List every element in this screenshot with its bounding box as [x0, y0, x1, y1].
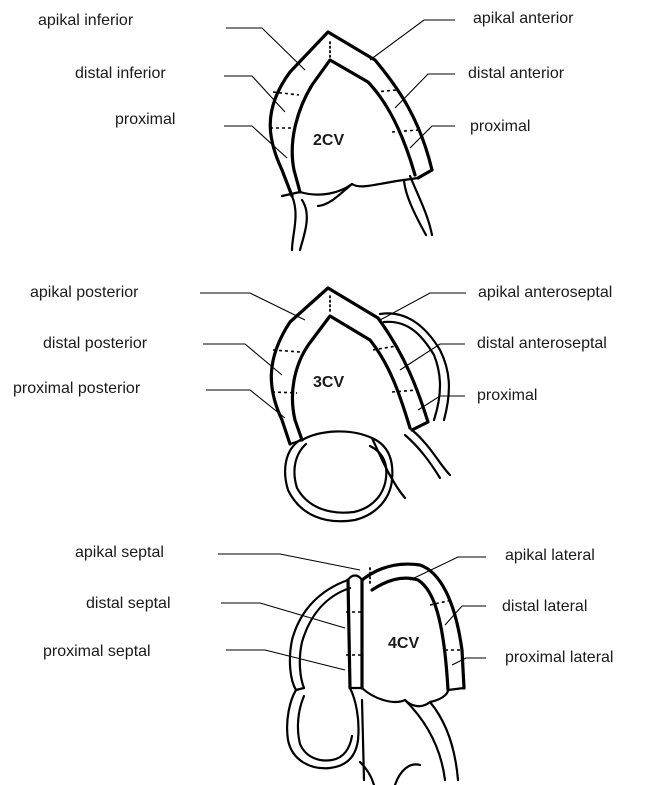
view-label-2cv: 2CV — [313, 132, 344, 149]
label-distal-septal: distal septal — [86, 595, 171, 612]
label-proximal-2cv-right: proximal — [470, 118, 530, 135]
label-distal-inferior: distal inferior — [75, 65, 166, 82]
view-label-4cv: 4CV — [388, 635, 419, 652]
label-apikal-anterior: apikal anterior — [473, 10, 574, 27]
label-proximal-2cv-left: proximal — [115, 111, 175, 128]
label-distal-posterior: distal posterior — [43, 335, 148, 352]
view-label-3cv: 3CV — [313, 374, 344, 391]
label-proximal-posterior: proximal posterior — [13, 380, 141, 397]
label-distal-anteroseptal: distal anteroseptal — [477, 335, 607, 352]
label-apikal-posterior: apikal posterior — [30, 284, 139, 301]
label-distal-lateral: distal lateral — [502, 598, 587, 615]
panel-3cv: 3CV apikal posterior distal posterior pr… — [13, 284, 612, 521]
heart-2cv — [270, 32, 432, 250]
heart-4cv — [287, 564, 464, 785]
panel-4cv: 4CV apikal septal distal septal proximal… — [43, 544, 613, 785]
label-proximal-lateral: proximal lateral — [505, 649, 613, 666]
label-proximal-3cv: proximal — [477, 387, 537, 404]
heart-3cv — [271, 288, 450, 521]
leaders-3cv — [200, 293, 466, 418]
label-apikal-inferior: apikal inferior — [38, 12, 134, 29]
label-apikal-lateral: apikal lateral — [505, 547, 595, 564]
label-distal-anterior: distal anterior — [468, 65, 565, 82]
label-apikal-septal: apikal septal — [75, 544, 164, 561]
label-apikal-anteroseptal: apikal anteroseptal — [478, 284, 612, 301]
panel-2cv: 2CV apikal inferior distal inferior prox… — [38, 10, 574, 250]
label-proximal-septal: proximal septal — [43, 643, 151, 660]
